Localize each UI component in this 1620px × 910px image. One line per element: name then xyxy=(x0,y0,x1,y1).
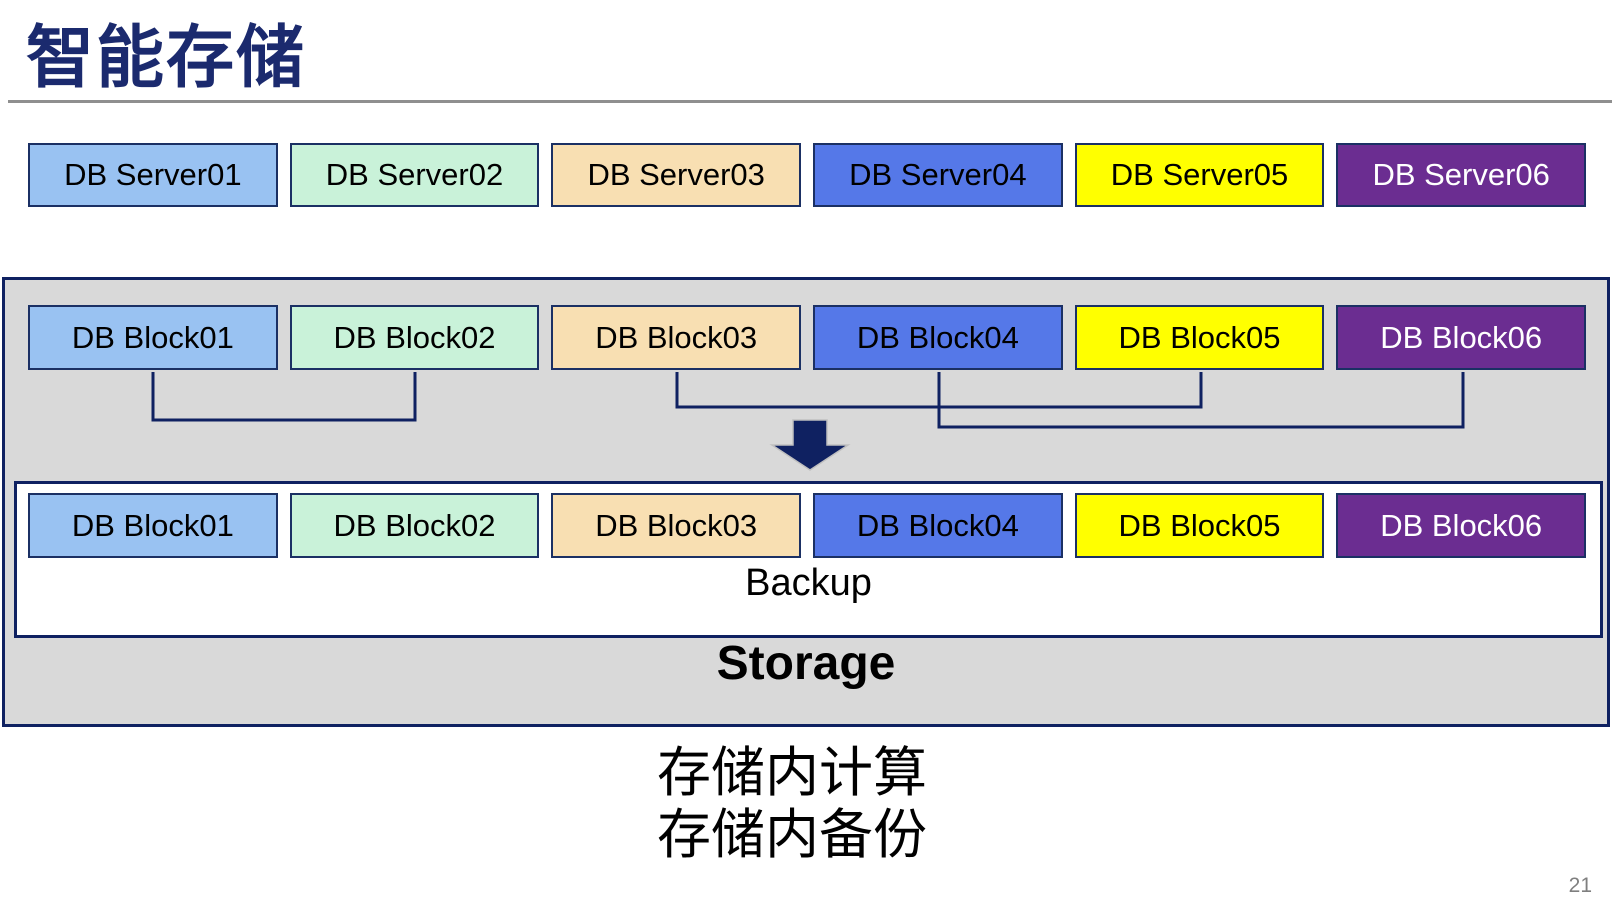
annotation-block: 存储内计算 存储内备份 xyxy=(657,742,927,866)
storage-label: Storage xyxy=(716,637,896,690)
db-block-box: DB Block02 xyxy=(289,493,540,558)
page-title: 智能存储 xyxy=(26,20,307,96)
db-block-box: DB Block05 xyxy=(1074,305,1325,370)
title-divider xyxy=(8,100,1612,103)
db-server-box: DB Server06 xyxy=(1336,143,1587,207)
db-block-row-backup: DB Block01 DB Block02 DB Block03 DB Bloc… xyxy=(28,493,1587,558)
db-server-box: DB Server04 xyxy=(813,143,1063,207)
db-block-row-primary: DB Block01 DB Block02 DB Block03 DB Bloc… xyxy=(28,305,1587,370)
db-block-box: DB Block02 xyxy=(289,305,540,370)
page-number: 21 xyxy=(1568,874,1592,897)
backup-label: Backup xyxy=(745,562,872,604)
db-server-box: DB Server03 xyxy=(551,143,802,207)
db-block-box: DB Block06 xyxy=(1336,493,1587,558)
db-block-box: DB Block05 xyxy=(1074,493,1325,558)
db-block-box: DB Block06 xyxy=(1336,305,1587,370)
annotation-line: 存储内计算 xyxy=(657,743,927,803)
db-block-box: DB Block01 xyxy=(28,305,278,370)
db-server-box: DB Server02 xyxy=(289,143,540,207)
backup-container: DB Block01 DB Block02 DB Block03 DB Bloc… xyxy=(14,481,1603,638)
db-block-box: DB Block01 xyxy=(28,493,278,558)
db-block-box: DB Block03 xyxy=(551,493,802,558)
db-server-box: DB Server01 xyxy=(28,143,278,207)
storage-container: DB Block01 DB Block02 DB Block03 DB Bloc… xyxy=(2,277,1610,727)
db-block-box: DB Block04 xyxy=(813,493,1063,558)
db-server-box: DB Server05 xyxy=(1074,143,1325,207)
db-block-box: DB Block04 xyxy=(813,305,1063,370)
annotation-line: 存储内备份 xyxy=(657,805,927,865)
db-block-box: DB Block03 xyxy=(551,305,802,370)
db-server-row: DB Server01 DB Server02 DB Server03 DB S… xyxy=(28,143,1587,207)
